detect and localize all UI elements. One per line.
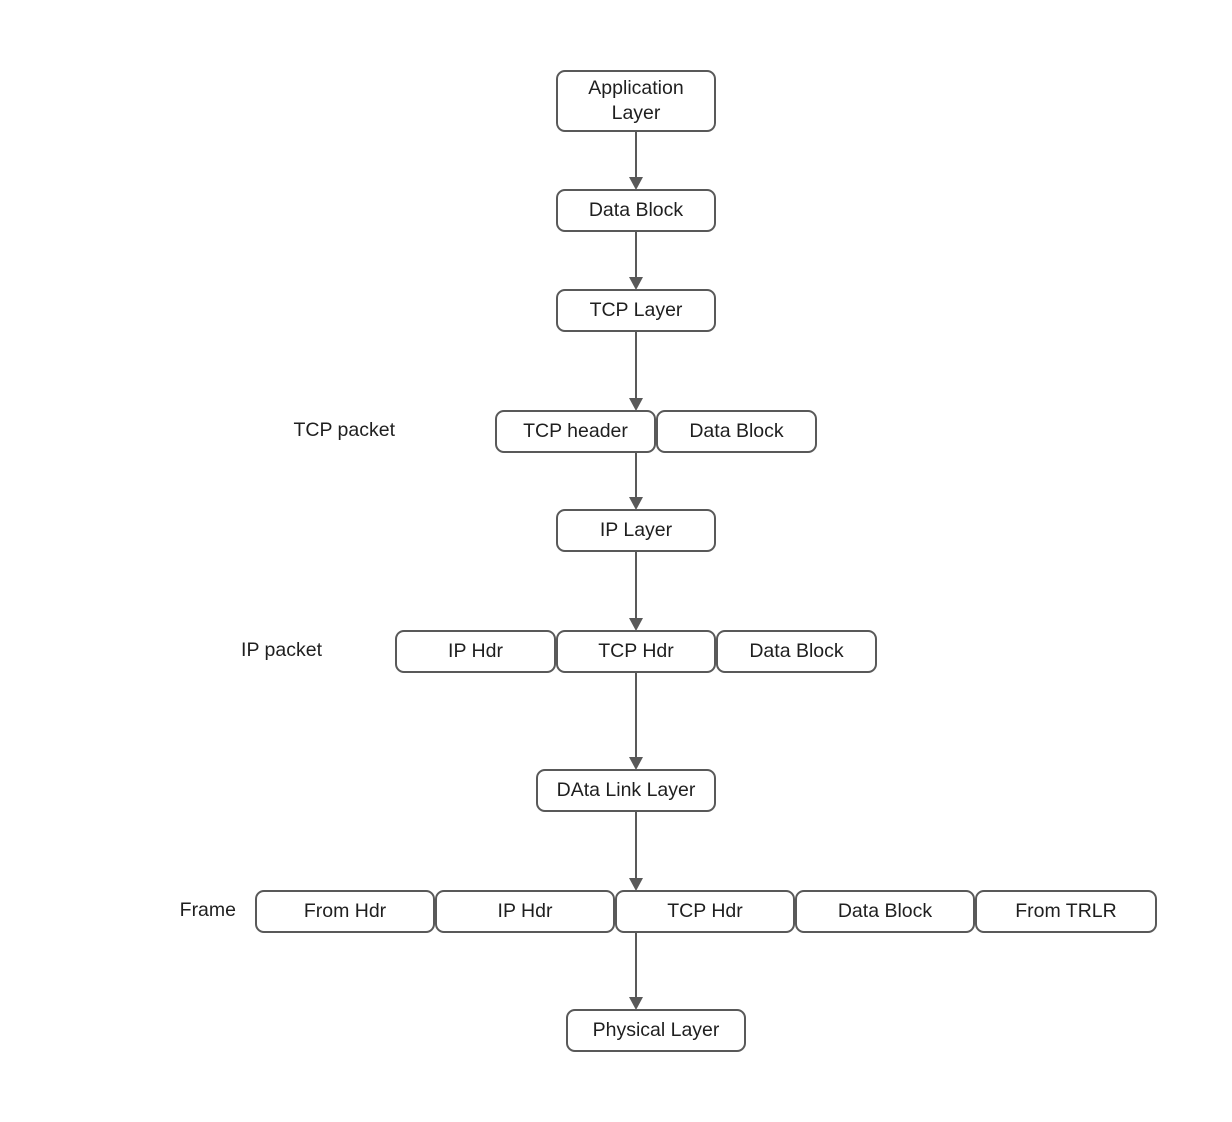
arrow-ip-packet-to-data-link-shaft (634, 673, 638, 757)
arrow-ip-packet-to-data-link-head (629, 757, 643, 770)
segment-ip-packet-data-block[interactable]: Data Block (716, 630, 877, 673)
arrow-tcp-layer-to-tcp-packet-shaft (634, 332, 638, 398)
segment-frame-data-block[interactable]: Data Block (795, 890, 975, 933)
node-data-link-layer[interactable]: DAta Link Layer (536, 769, 716, 812)
segment-tcp-packet-tcp-header[interactable]: TCP header (495, 410, 656, 453)
segment-frame-ip-hdr[interactable]: IP Hdr (435, 890, 615, 933)
arrow-data-block-to-tcp-layer-shaft (634, 232, 638, 277)
arrow-frame-to-physical-head (629, 997, 643, 1010)
arrow-data-link-to-frame-shaft (634, 812, 638, 878)
segment-ip-packet-tcp-hdr[interactable]: TCP Hdr (556, 630, 716, 673)
label-tcp-packet: TCP packet (293, 419, 395, 441)
arrow-frame-to-physical (626, 933, 646, 1010)
label-ip-packet: IP packet (241, 639, 322, 661)
arrow-frame-to-physical-shaft (634, 933, 638, 997)
arrow-application-to-data-block-shaft (634, 132, 638, 177)
segment-frame-from-trlr[interactable]: From TRLR (975, 890, 1157, 933)
arrow-ip-packet-to-data-link (626, 673, 646, 770)
arrow-data-link-to-frame (626, 812, 646, 891)
node-tcp-layer[interactable]: TCP Layer (556, 289, 716, 332)
segment-ip-packet-ip-hdr[interactable]: IP Hdr (395, 630, 556, 673)
arrow-tcp-packet-to-ip-layer-head (629, 497, 643, 510)
arrow-tcp-layer-to-tcp-packet-head (629, 398, 643, 411)
node-ip-layer[interactable]: IP Layer (556, 509, 716, 552)
label-frame: Frame (179, 899, 236, 921)
arrow-tcp-packet-to-ip-layer (626, 453, 646, 510)
arrow-ip-layer-to-ip-packet-head (629, 618, 643, 631)
arrow-ip-layer-to-ip-packet-shaft (634, 552, 638, 618)
arrow-tcp-packet-to-ip-layer-shaft (634, 453, 638, 497)
arrow-data-link-to-frame-head (629, 878, 643, 891)
arrow-data-block-to-tcp-layer-head (629, 277, 643, 290)
arrow-tcp-layer-to-tcp-packet (626, 332, 646, 411)
arrow-application-to-data-block-head (629, 177, 643, 190)
arrow-ip-layer-to-ip-packet (626, 552, 646, 631)
node-data-block[interactable]: Data Block (556, 189, 716, 232)
segment-frame-tcp-hdr[interactable]: TCP Hdr (615, 890, 795, 933)
segment-tcp-packet-data-block[interactable]: Data Block (656, 410, 817, 453)
arrow-application-to-data-block (626, 132, 646, 190)
node-physical-layer[interactable]: Physical Layer (566, 1009, 746, 1052)
arrow-data-block-to-tcp-layer (626, 232, 646, 290)
segment-frame-from-hdr[interactable]: From Hdr (255, 890, 435, 933)
node-application-layer[interactable]: Application Layer (556, 70, 716, 132)
